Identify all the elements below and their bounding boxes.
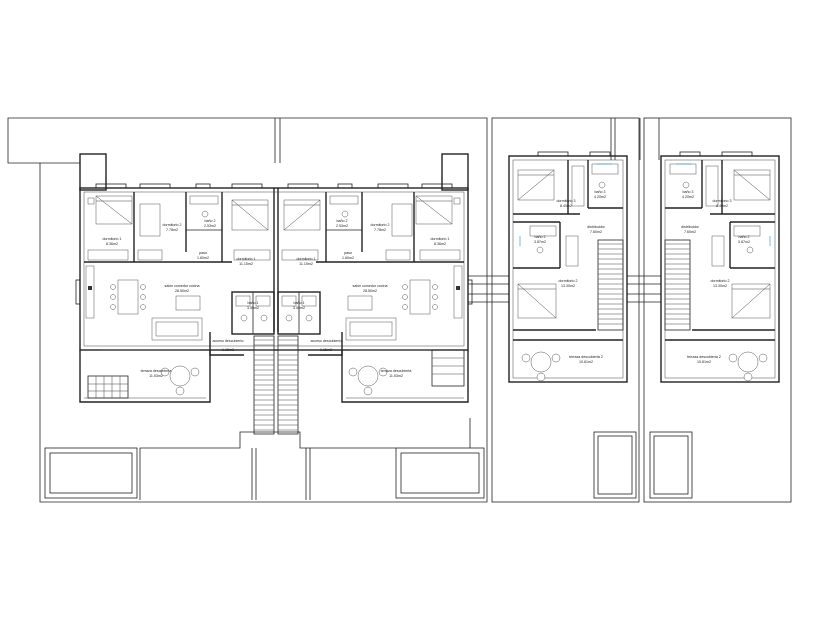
label-b-bed2-name: dormitorio 2 (711, 279, 730, 283)
label-a-bed2-area: 13.30m2 (561, 284, 575, 288)
label-l-bath1-area: 3.55m2 (247, 306, 259, 310)
label-a-dist-area: 7.60m2 (590, 230, 602, 234)
label-a-bath2-name: baño 2 (535, 235, 546, 239)
label-l-terrace-name: terraza descubierta (141, 369, 172, 373)
ground-floor-duplex (75, 153, 473, 356)
central-stair-treads (254, 339, 298, 431)
upper-floor-b (660, 151, 780, 383)
label-l-hall-area: 1.60m2 (197, 256, 209, 260)
label-b-terrace-name: terraza descubierta 2 (687, 355, 721, 359)
label-l-bed2-area: 7.78m2 (166, 228, 178, 232)
label-r-bath1-area: 3.55m2 (293, 306, 305, 310)
label-a-terrace-name: terraza descubierta 2 (569, 355, 603, 359)
label-b-dist-name: distribuidor (681, 225, 699, 229)
label-r-bath2-area: 2.53m2 (336, 224, 348, 228)
label-r-bed1b-area: 11.15m2 (299, 262, 313, 266)
label-r-bath1-name: baño 1 (294, 301, 305, 305)
label-r-bed1b-name: dormitorio 1 (297, 257, 316, 261)
label-l-living-name: salón comedor cocina (165, 284, 200, 288)
label-l-access-area: 1.15m2 (222, 348, 234, 352)
label-r-access-name: acceso descubierto (311, 339, 342, 343)
label-b-bed3-area: 8.40m2 (716, 204, 728, 208)
room-labels: dormitorio 1 8.36m2 dormitorio 2 7.78m2 … (103, 190, 750, 378)
label-a-bath3-area: 4.20m2 (594, 195, 606, 199)
duplex-furniture (85, 195, 463, 396)
label-l-bed1-area: 8.36m2 (106, 242, 118, 246)
label-l-access-name: acceso descubierto (213, 339, 244, 343)
label-a-bath3-name: baño 3 (595, 190, 606, 194)
label-b-bed3-name: dormitorio 3 (713, 199, 732, 203)
label-a-bed3-name: dormitorio 3 (557, 199, 576, 203)
label-r-bed1-name: dormitorio 1 (431, 237, 450, 241)
label-l-hall-name: paso (199, 251, 207, 255)
label-b-bath2-area: 3.87m2 (738, 240, 750, 244)
label-b-dist-area: 7.60m2 (684, 230, 696, 234)
label-a-bed3-area: 8.40m2 (560, 204, 572, 208)
label-b-terrace-area: 10.81m2 (697, 360, 711, 364)
label-a-bed2-name: dormitorio 2 (559, 279, 578, 283)
label-l-bath2-name: baño 2 (205, 219, 216, 223)
label-l-bath1-name: baño 1 (248, 301, 259, 305)
label-l-bed2-name: dormitorio 2 (163, 223, 182, 227)
label-b-bed2-area: 13.30m2 (713, 284, 727, 288)
upper-floor-a (508, 151, 628, 383)
label-r-bed2-area: 7.78m2 (374, 228, 386, 232)
label-b-bath3-area: 4.20m2 (682, 195, 694, 199)
label-r-access-area: 1.15m2 (320, 348, 332, 352)
label-r-terrace-name: terraza descubierta (381, 369, 412, 373)
label-l-living-area: 28.50m2 (175, 289, 189, 293)
label-r-bath2-name: baño 2 (337, 219, 348, 223)
label-r-hall-name: paso (344, 251, 352, 255)
label-a-dist-name: distribuidor (587, 225, 605, 229)
label-a-terrace-area: 10.81m2 (579, 360, 593, 364)
label-b-bath2-name: baño 2 (739, 235, 750, 239)
label-l-bed1b-area: 11.15m2 (239, 262, 253, 266)
label-r-terrace-area: 11.53m2 (389, 374, 403, 378)
label-l-bed1-name: dormitorio 1 (103, 237, 122, 241)
plot-boundaries (7, 117, 792, 503)
label-r-bed1-area: 8.36m2 (434, 242, 446, 246)
label-l-bed1b-name: dormitorio 1 (237, 257, 256, 261)
label-r-hall-area: 1.60m2 (342, 256, 354, 260)
upper-stairs-and-bridges (468, 243, 690, 325)
label-b-bath3-name: baño 3 (683, 190, 694, 194)
label-l-terrace-area: 11.53m2 (149, 374, 163, 378)
label-l-bath2-area: 2.53m2 (204, 224, 216, 228)
label-r-living-area: 28.50m2 (363, 289, 377, 293)
label-r-living-name: salón comedor cocina (353, 284, 388, 288)
label-a-bath2-area: 3.87m2 (534, 240, 546, 244)
label-r-bed2-name: dormitorio 2 (371, 223, 390, 227)
